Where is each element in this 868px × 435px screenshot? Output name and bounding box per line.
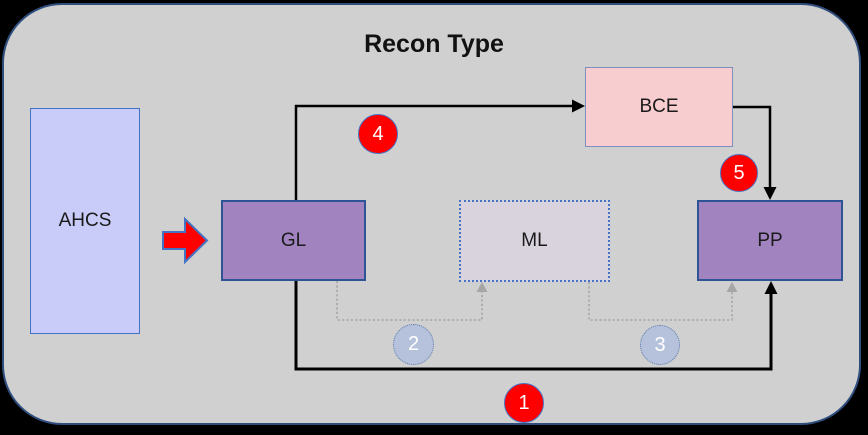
connector-4-arrowhead-icon: [572, 99, 585, 113]
node-ml-label: ML: [521, 230, 548, 251]
node-gl: GL: [221, 200, 366, 281]
step-badge-3-label: 3: [654, 333, 666, 356]
step-badge-5-label: 5: [733, 161, 745, 184]
connector-3-arrowhead-icon: [726, 282, 738, 292]
node-pp-label: PP: [757, 229, 783, 251]
connector-4: [294, 104, 574, 200]
connector-1-arrowhead-icon: [764, 281, 778, 294]
diagram-title: Recon Type: [364, 30, 504, 58]
node-ahcs: AHCS: [30, 108, 140, 334]
node-bce: BCE: [585, 67, 733, 147]
node-ml: ML: [459, 200, 610, 282]
node-gl-label: GL: [280, 229, 307, 251]
connector-2-arrowhead-icon: [476, 282, 488, 292]
step-badge-3: 3: [640, 325, 680, 365]
connector-3: [588, 282, 733, 321]
connector-5: [733, 105, 772, 189]
node-pp: PP: [697, 200, 843, 281]
step-badge-5: 5: [720, 154, 758, 192]
input-block-arrow-icon: [162, 216, 209, 265]
step-badge-1-label: 1: [518, 391, 530, 414]
step-badge-2-label: 2: [407, 333, 420, 355]
connector-2: [336, 281, 483, 321]
node-bce-label: BCE: [639, 96, 679, 117]
step-badge-4: 4: [358, 114, 398, 154]
step-badge-2: 2: [393, 324, 434, 365]
step-badge-1: 1: [504, 383, 544, 423]
connector-1: [294, 281, 773, 371]
connector-5-arrowhead-icon: [763, 187, 777, 200]
node-ahcs-label: AHCS: [58, 210, 112, 231]
step-badge-4-label: 4: [372, 122, 384, 145]
